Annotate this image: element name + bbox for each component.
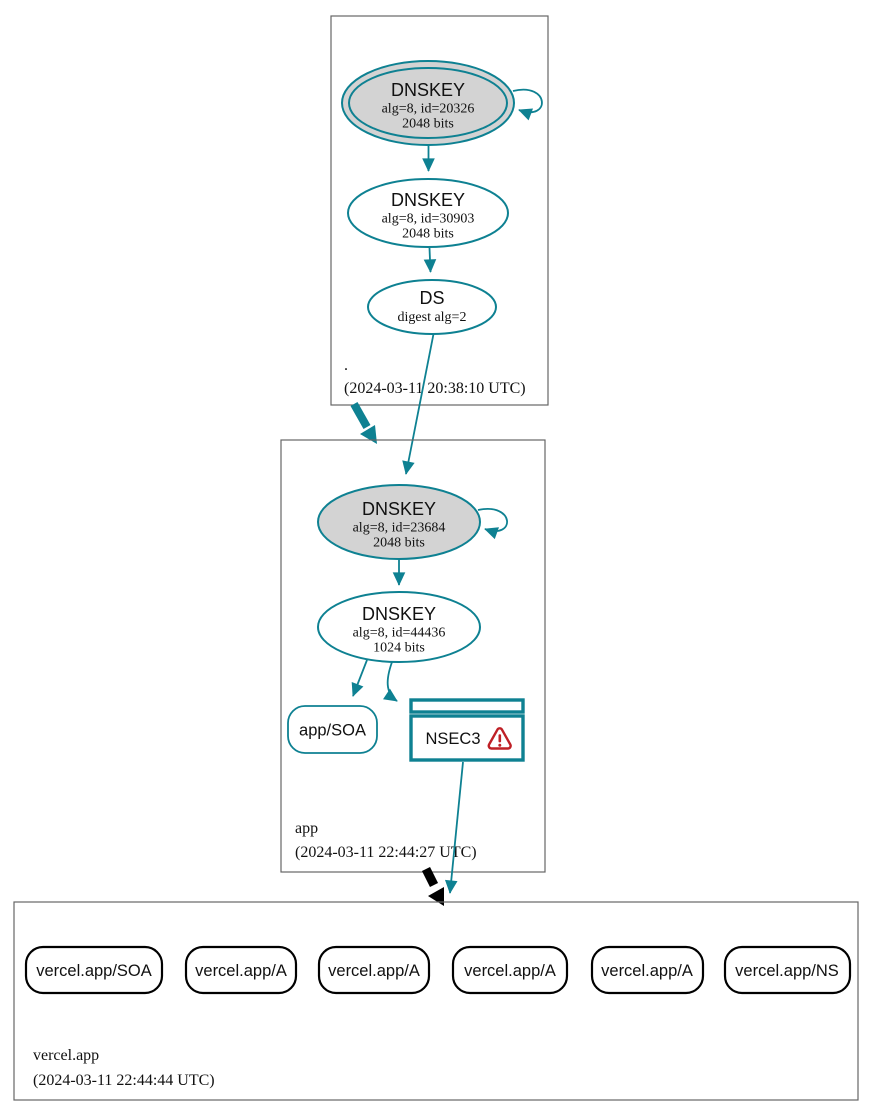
ds-ellipse [367,279,497,335]
edge-nsec3-to-vercel-app [444,761,464,894]
zone-timestamp-app: (2024-03-11 22:44:27 UTC) [295,844,477,861]
zone-label-app: app [295,820,318,837]
root-ksk-outer-ellipse [341,60,515,146]
node-root-ksk-dnskey[interactable]: DNSKEY alg=8, id=20326 2048 bits [341,60,515,146]
vercel-a4-label: vercel.app/A [601,962,693,980]
delegation-root-to-app-arrowhead [360,425,377,444]
node-ds[interactable]: DS digest alg=2 [367,279,497,335]
app-soa-label: app/SOA [299,722,366,740]
app-zsk-ellipse [317,591,481,663]
root-ksk-bits: 2048 bits [402,117,454,132]
vercel-soa-rect [24,945,164,995]
zone-label-root: . [344,357,348,374]
node-vercel-ns[interactable]: vercel.app/NS [723,945,852,995]
root-zsk-title: DNSKEY [391,190,465,210]
node-vercel-a-1[interactable]: vercel.app/A [184,945,298,995]
vercel-a1-label: vercel.app/A [195,962,287,980]
app-ksk-bits: 2048 bits [373,536,425,551]
node-vercel-soa[interactable]: vercel.app/SOA [24,945,164,995]
node-vercel-a-3[interactable]: vercel.app/A [451,945,569,995]
root-ksk-title: DNSKEY [391,80,465,100]
vercel-a1-rect [184,945,298,995]
delegation-app-to-vercel-arrow [421,866,439,888]
zone-timestamp-vercel-app: (2024-03-11 22:44:44 UTC) [33,1072,215,1089]
delegation-root-to-app-arrow [350,402,371,429]
app-zsk-attrs: alg=8, id=44436 [353,626,446,641]
app-ksk-attrs: alg=8, id=23684 [353,521,446,536]
edge-app-zsk-to-soa [351,659,368,697]
zone-timestamp-root: (2024-03-11 20:38:10 UTC) [344,380,526,397]
node-root-zsk-dnskey[interactable]: DNSKEY alg=8, id=30903 2048 bits [347,178,509,248]
root-zsk-ellipse [347,178,509,248]
ds-title: DS [419,288,444,308]
zone-box-vercel-app [13,901,859,1101]
app-ksk-title: DNSKEY [362,499,436,519]
zone-label-vercel-app: vercel.app [33,1047,99,1064]
app-soa-rect [287,705,378,754]
app-ksk-ellipse [317,484,481,560]
delegation-app-to-vercel-arrowhead [428,887,444,906]
vercel-a2-rect [317,945,431,995]
node-vercel-a-4[interactable]: vercel.app/A [590,945,705,995]
edge-ds-to-app-ksk [402,333,435,475]
ds-attrs: digest alg=2 [398,310,467,325]
root-ksk-inner-ellipse [348,67,508,139]
node-app-soa[interactable]: app/SOA [287,705,378,754]
warning-icon [487,727,512,750]
vercel-a2-label: vercel.app/A [328,962,420,980]
zone-box-app [280,439,546,873]
vercel-ns-label: vercel.app/NS [735,962,839,980]
node-vercel-a-2[interactable]: vercel.app/A [317,945,431,995]
nsec3-label: NSEC3 [425,730,480,748]
root-ksk-self-sign-arrow [512,88,543,121]
app-ksk-self-sign-arrow [477,507,508,540]
root-zsk-attrs: alg=8, id=30903 [382,212,475,227]
node-app-ksk-dnskey[interactable]: DNSKEY alg=8, id=23684 2048 bits [317,484,481,560]
node-nsec3[interactable]: NSEC3 [409,698,525,762]
edge-app-zsk-to-nsec3 [383,661,398,702]
node-app-zsk-dnskey[interactable]: DNSKEY alg=8, id=44436 1024 bits [317,591,481,663]
vercel-a4-rect [590,945,705,995]
vercel-ns-rect [723,945,852,995]
vercel-soa-label: vercel.app/SOA [36,962,152,980]
nsec3-stack-rect [409,698,525,714]
app-zsk-bits: 1024 bits [373,641,425,656]
edge-root-zsk-to-ds [423,247,437,273]
vercel-a3-rect [451,945,569,995]
vercel-a3-label: vercel.app/A [464,962,556,980]
zone-box-root [330,15,549,406]
app-zsk-title: DNSKEY [362,604,436,624]
root-ksk-attrs: alg=8, id=20326 [382,102,475,117]
root-zsk-bits: 2048 bits [402,227,454,242]
